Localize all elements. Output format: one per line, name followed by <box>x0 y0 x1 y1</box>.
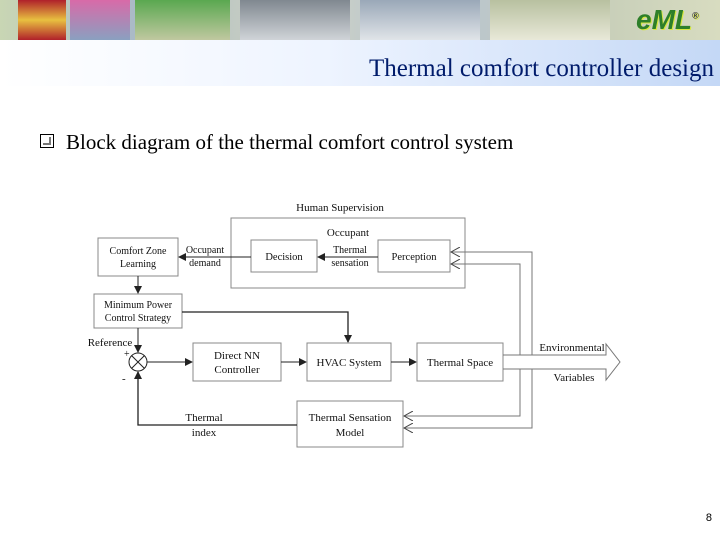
plus-sign: + <box>124 349 130 360</box>
sensation-model-label: Model <box>336 427 365 439</box>
banner-photo <box>240 0 350 40</box>
feedback-to-sensation-model <box>404 369 533 428</box>
minimum-power-label: Control Strategy <box>105 313 171 324</box>
arrow-minpower-to-hvac <box>182 311 352 343</box>
eml-logo: eML® <box>636 4 699 35</box>
environmental-variables-arrow <box>503 342 621 382</box>
feedback-to-perception <box>451 252 533 355</box>
arrow-thermal-index-feedback <box>134 371 297 426</box>
occupant-label: Occupant <box>327 227 369 239</box>
occupant-demand-label: Occupant <box>186 245 225 256</box>
direct-nn-label: Controller <box>214 364 260 376</box>
page-number: 8 <box>705 512 712 524</box>
perception-label: Perception <box>392 252 438 263</box>
environmental-label: Environmental <box>539 342 604 354</box>
human-supervision-label: Human Supervision <box>296 202 384 214</box>
slide-title: Thermal comfort controller design <box>368 55 714 82</box>
thermal-sensation-label: sensation <box>331 258 368 269</box>
occupant-demand-label: demand <box>189 258 221 269</box>
banner-photo <box>360 0 480 40</box>
sensation-model-label: Thermal Sensation <box>309 412 392 424</box>
banner-photo <box>70 0 130 40</box>
minimum-power-label: Minimum Power <box>104 300 173 311</box>
thermal-space-label: Thermal Space <box>427 357 493 369</box>
variables-label: Variables <box>554 372 595 384</box>
checkbox-bullet-icon <box>40 134 54 148</box>
hvac-label: HVAC System <box>317 357 382 369</box>
feedback-to-sensation-model-2 <box>404 369 521 416</box>
decision-block <box>250 239 318 273</box>
minus-sign: - <box>122 373 126 385</box>
reference-label: Reference <box>88 337 133 349</box>
header-banner <box>0 0 720 40</box>
perception-block <box>377 239 451 273</box>
thermal-sensation-model-block <box>296 400 404 448</box>
feedback-to-perception-2 <box>451 264 521 355</box>
banner-photo <box>490 0 610 40</box>
comfort-zone-learning-block <box>97 237 179 277</box>
comfort-zone-label: Learning <box>120 259 156 270</box>
crest-image <box>18 0 66 40</box>
title-bar <box>0 40 720 86</box>
direct-nn-label: Direct NN <box>214 350 260 362</box>
summing-junction-cross <box>131 355 145 369</box>
bullet-heading: Block diagram of the thermal comfort con… <box>66 130 514 154</box>
thermal-sensation-label: Thermal <box>333 245 367 256</box>
human-supervision-box <box>230 217 466 289</box>
comfort-zone-label: Comfort Zone <box>110 246 167 257</box>
banner-photo <box>135 0 230 40</box>
thermal-index-label: Thermal <box>185 412 222 424</box>
decision-label: Decision <box>265 252 303 263</box>
thermal-space-block <box>416 342 504 382</box>
minimum-power-block <box>93 293 183 329</box>
thermal-index-label: index <box>192 427 217 439</box>
